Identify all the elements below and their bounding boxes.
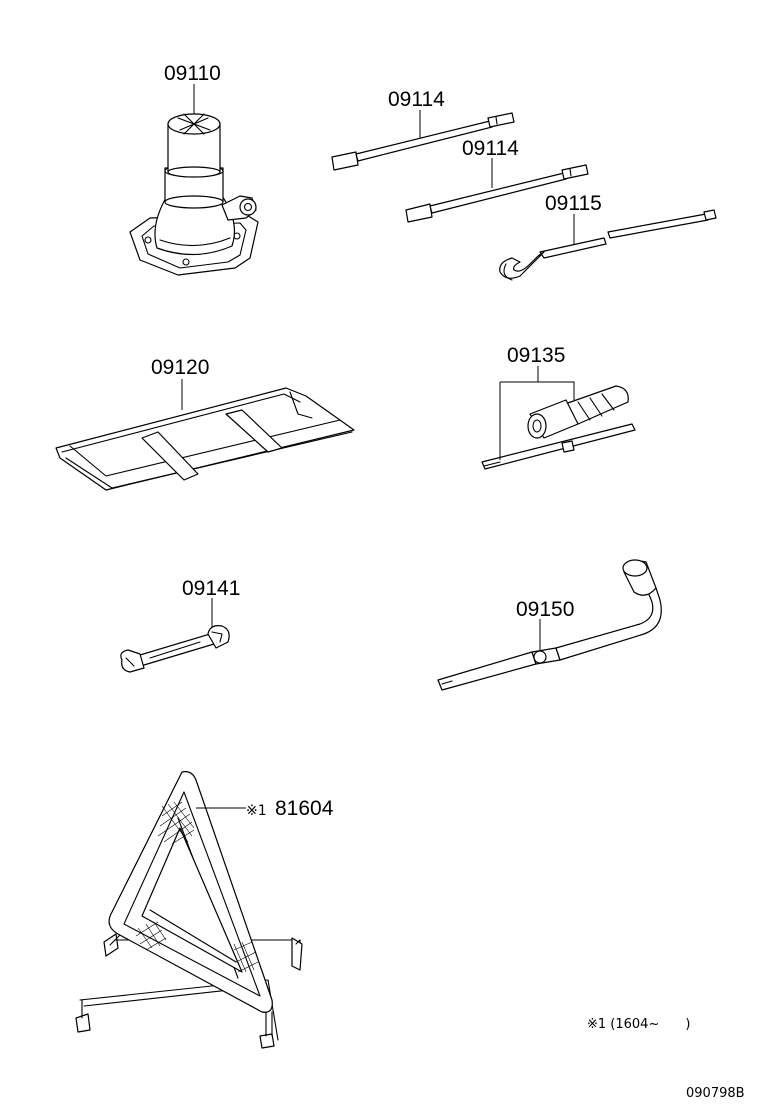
wheel-nut-wrench-drawing	[437, 559, 662, 691]
label-jack-handle-a: 09114	[388, 88, 445, 111]
wrench-drawing	[120, 625, 230, 673]
label-screwdriver: 09135	[507, 344, 565, 367]
label-wrench: 09141	[182, 577, 240, 600]
screwdriver-drawing	[481, 385, 636, 470]
warning-triangle-drawing	[75, 771, 303, 1049]
jack-handle-hook-drawing	[499, 209, 717, 281]
footnote-text: ※1 (1604~ )	[587, 1017, 690, 1032]
diagram-reference: 090798B	[686, 1086, 745, 1101]
jack-drawing	[129, 113, 259, 276]
jack-handle-b-drawing	[405, 164, 589, 223]
label-jack-handle-b: 09114	[462, 137, 519, 160]
jack-handle-a-drawing	[331, 112, 515, 171]
tool-bag-drawing	[55, 387, 355, 491]
label-jack-handle-hook: 09115	[545, 192, 602, 215]
label-wheel-nut-wrench: 09150	[516, 598, 574, 621]
label-tool-bag: 09120	[151, 356, 209, 379]
label-jack: 09110	[164, 62, 221, 85]
label-triangle-mark: ※1	[246, 803, 267, 819]
label-warning-triangle: 81604	[275, 797, 334, 820]
